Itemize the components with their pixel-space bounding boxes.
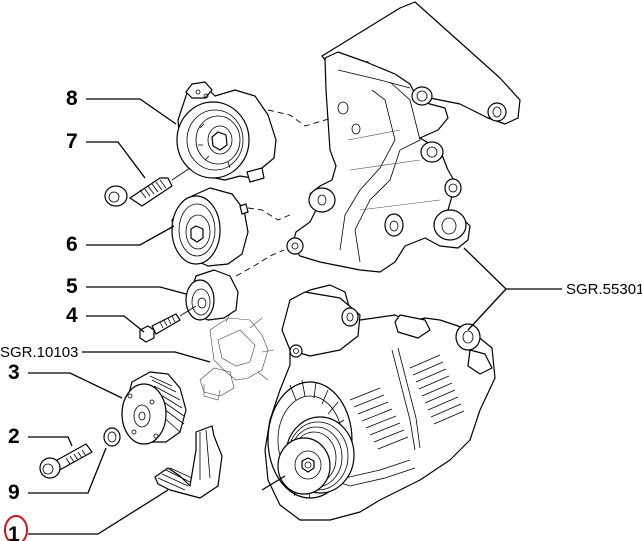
- part-1-belt: [154, 425, 223, 499]
- callout-9: 9: [8, 481, 20, 504]
- reference-sgr-55301: SGR.55301: [566, 281, 642, 298]
- part-7-bolt: [104, 167, 191, 207]
- alternator: [261, 284, 496, 521]
- mounting-bracket: [286, 1, 521, 273]
- leader-2: [28, 436, 73, 447]
- leader-7: [86, 141, 146, 179]
- callout-8: 8: [66, 87, 78, 110]
- callout-4: 4: [66, 304, 78, 327]
- part-8-tensioner: [176, 81, 333, 183]
- callout-1: 1: [8, 523, 20, 541]
- part-9-washer: [103, 427, 121, 447]
- crankshaft-hub: [199, 309, 275, 401]
- alternator-pulley: [277, 416, 355, 495]
- callout-labels: 8 7 6 5 4 3 2 9 1 SGR.10103 SGR.55301: [0, 87, 642, 541]
- reference-sgr-10103: SGR.10103: [0, 344, 78, 361]
- callout-6: 6: [66, 233, 78, 256]
- leader-sgr-10103: [82, 351, 211, 363]
- leader-5: [86, 286, 187, 295]
- part-3-crank-pulley: [121, 371, 187, 445]
- callout-1-highlight-circle: [4, 515, 28, 541]
- leader-8: [86, 98, 177, 125]
- leader-9: [28, 447, 107, 494]
- leader-3: [28, 372, 123, 399]
- part-2-bolt: [39, 443, 93, 479]
- part-6-idler-pulley: [171, 187, 293, 267]
- leader-6: [86, 225, 175, 246]
- callout-5: 5: [66, 275, 78, 298]
- leader-lines: [28, 98, 562, 535]
- callout-3: 3: [8, 361, 20, 384]
- part-5-roller: [185, 249, 285, 321]
- leader-4: [86, 315, 145, 333]
- callout-7: 7: [66, 130, 78, 153]
- callout-2: 2: [8, 425, 20, 448]
- leader-sgr-55301: [463, 247, 562, 331]
- part-4-bolt: [139, 305, 197, 343]
- leader-1: [28, 489, 169, 535]
